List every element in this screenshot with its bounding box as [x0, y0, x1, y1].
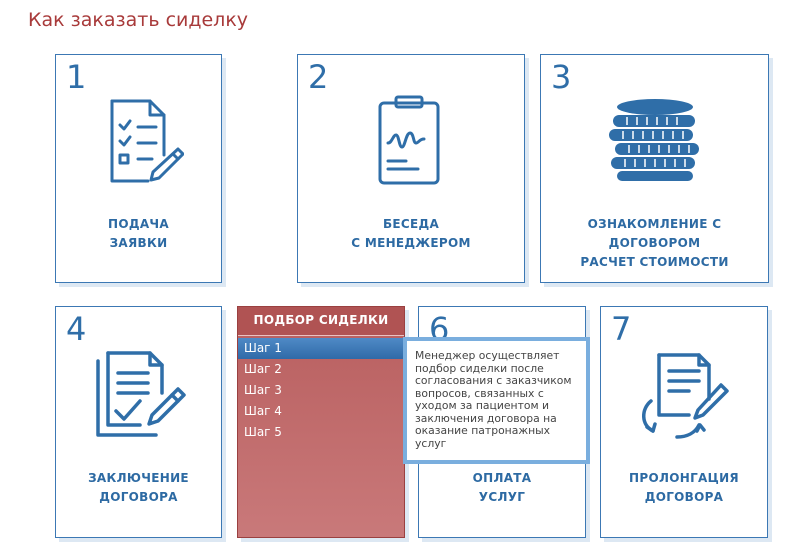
contract-check-pencil-icon — [96, 351, 186, 437]
step-number: 2 — [308, 58, 329, 96]
selection-header: ПОДБОР СИДЕЛКИ — [238, 307, 404, 336]
card-label-line: ДОГОВОРОМ — [608, 236, 701, 250]
card-label-line: БЕСЕДА — [382, 217, 440, 231]
caregiver-selection-panel[interactable]: ПОДБОР СИДЕЛКИ Шаг 1 Шаг 2 Шаг 3 Шаг 4 Ш… — [237, 306, 405, 538]
document-form-pencil-icon — [110, 99, 184, 183]
step-item-5[interactable]: Шаг 5 — [244, 425, 282, 439]
step-tooltip: Менеджер осуществляет подбор сиделки пос… — [403, 337, 590, 464]
step-card-7[interactable]: 7 ПРОЛОНГАЦИЯ ДОГОВОРА — [600, 306, 768, 538]
step-item-3[interactable]: Шаг 3 — [244, 383, 282, 397]
clipboard-signature-icon — [378, 95, 440, 185]
step-card-1[interactable]: 1 ПОДАЧА ЗАЯВКИ — [55, 54, 222, 283]
card-label-line: ОПЛАТА — [472, 471, 532, 485]
coin-stack-icon — [609, 99, 699, 181]
card-label-line: ДОГОВОРА — [644, 490, 724, 504]
card-label-line: ПОДАЧА — [107, 217, 169, 231]
step-item-2[interactable]: Шаг 2 — [244, 362, 282, 376]
card-label-line: ЗАКЛЮЧЕНИЕ — [88, 471, 189, 485]
renew-contract-icon — [642, 353, 729, 439]
card-label-line: С МЕНЕДЖЕРОМ — [351, 236, 471, 250]
step-number: 4 — [66, 310, 87, 348]
step-item-1[interactable]: Шаг 1 — [238, 338, 404, 359]
card-label-line: ЗАЯВКИ — [109, 236, 168, 250]
step-number: 7 — [611, 310, 632, 348]
card-label-line: ДОГОВОРА — [99, 490, 178, 504]
page-title: Как заказать сиделку — [28, 9, 249, 31]
step-item-4[interactable]: Шаг 4 — [244, 404, 282, 418]
step-number: 3 — [551, 58, 572, 96]
step-card-2[interactable]: 2 БЕСЕДА С МЕНЕДЖЕРОМ — [297, 54, 525, 283]
step-number: 1 — [66, 58, 87, 96]
card-label-line: ПРОЛОНГАЦИЯ — [629, 471, 739, 485]
card-label-line: РАСЧЕТ СТОИМОСТИ — [580, 255, 729, 269]
step-card-3[interactable]: 3 ОЗНАКОМЛЕНИЕ С ДОГОВОРОМ РАСЧЕТ СТОИМО… — [540, 54, 769, 283]
card-label-line: ОЗНАКОМЛЕНИЕ С — [587, 217, 722, 231]
step-card-4[interactable]: 4 ЗАКЛЮЧЕНИЕ ДОГОВОРА — [55, 306, 222, 538]
card-label-line: УСЛУГ — [478, 490, 526, 504]
